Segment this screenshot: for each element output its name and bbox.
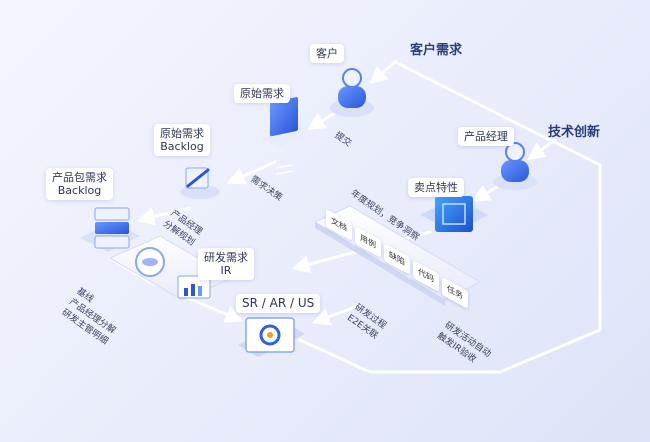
original-backlog-line1: 原始需求 [160,127,204,140]
customer-label: 客户 [310,44,344,63]
server-icon [94,207,130,221]
selling-points-label: 卖点特性 [408,178,464,197]
original-demand-node [262,97,312,175]
pen-icon [186,168,210,188]
rd-demand-line2: IR [220,264,232,277]
original-backlog-node [180,167,220,199]
customer-demand-label: 客户需求 [410,43,463,58]
rd-demand-node [108,235,234,301]
manager-user-icon [505,142,525,162]
flow-tech [527,138,557,161]
flow-decision [226,160,277,185]
rd-demand-label: 研发需求 IR [198,248,254,280]
rd-demand-line1: 研发需求 [204,251,248,264]
flow-main-loop [298,60,602,374]
customer-user-icon [342,68,362,88]
original-backlog-line2: Backlog [160,140,204,153]
product-backlog-node [80,207,140,252]
customer-node [330,68,374,117]
sr-ar-us-node [238,317,305,357]
product-backlog-label: 产品包需求 Backlog [46,168,113,200]
chip-icon [435,196,473,232]
original-demand-label: 原始需求 [234,84,290,103]
product-backlog-line1: 产品包需求 [52,171,107,184]
product-manager-node [493,142,537,190]
flow-plan [136,206,192,226]
tech-innovation-label: 技术创新 [548,125,601,140]
flow-rd-sr [311,303,362,326]
flow-customer-demand [369,60,397,85]
document-icon [270,97,298,137]
product-backlog-line2: Backlog [57,184,102,197]
selling-points-node [420,196,488,232]
original-backlog-label: 原始需求 Backlog [154,124,210,156]
sr-ar-us-label: SR / AR / US [236,294,321,313]
product-manager-label: 产品经理 [458,127,514,146]
